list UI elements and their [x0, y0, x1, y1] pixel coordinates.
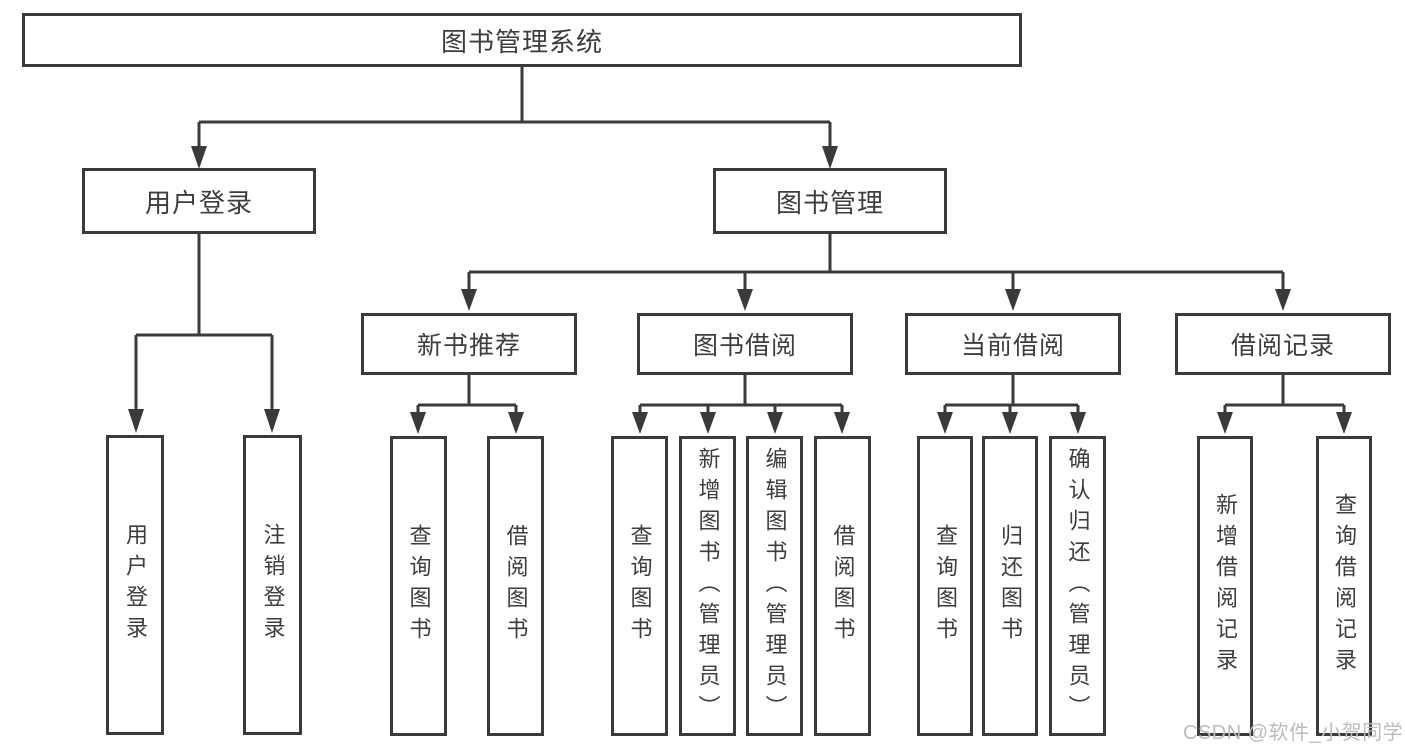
leaf-current-return-books: 归还图书 — [982, 436, 1038, 736]
leaf-borrowing-borrow-books: 借阅图书 — [814, 436, 871, 736]
connector-borrowing-records-group — [1217, 375, 1352, 434]
node-new-book-recommend: 新书推荐 — [361, 313, 577, 375]
leaf-recommend-borrow-books: 借阅图书 — [487, 436, 544, 736]
node-library-management-system: 图书管理系统 — [22, 13, 1022, 67]
leaf-borrowing-query-books: 查询图书 — [611, 436, 668, 736]
node-book-borrowing: 图书借阅 — [637, 313, 853, 375]
leaf-recommend-query-books: 查询图书 — [390, 436, 447, 736]
node-user-login: 用户登录 — [82, 168, 316, 234]
leaf-records-query-borrow-record: 查询借阅记录 — [1316, 436, 1372, 736]
node-borrowing-records: 借阅记录 — [1175, 313, 1391, 375]
node-book-management: 图书管理 — [713, 168, 947, 234]
connector-new-book-recommend-group — [410, 375, 524, 434]
leaf-borrowing-edit-books-admin: 编辑图书（管理员） — [746, 436, 803, 736]
node-current-borrowing: 当前借阅 — [905, 313, 1121, 375]
leaf-borrowing-add-books-admin: 新增图书（管理员） — [679, 436, 736, 736]
connector-root-to-level2 — [191, 67, 838, 169]
leaf-user-login: 用户登录 — [106, 435, 164, 735]
connector-book-management-branch — [461, 234, 1291, 311]
leaf-current-confirm-return-admin: 确认归还（管理员） — [1049, 436, 1106, 736]
connector-current-borrowing-group — [937, 375, 1086, 434]
connector-book-borrowing-group — [632, 375, 850, 434]
csdn-watermark: CSDN @软件_小贺同学 — [1183, 722, 1404, 744]
leaf-current-query-books: 查询图书 — [917, 436, 973, 736]
leaf-logout: 注销登录 — [243, 435, 302, 735]
connector-user-login-branch — [128, 234, 280, 433]
leaf-records-add-borrow-record: 新增借阅记录 — [1197, 436, 1253, 736]
